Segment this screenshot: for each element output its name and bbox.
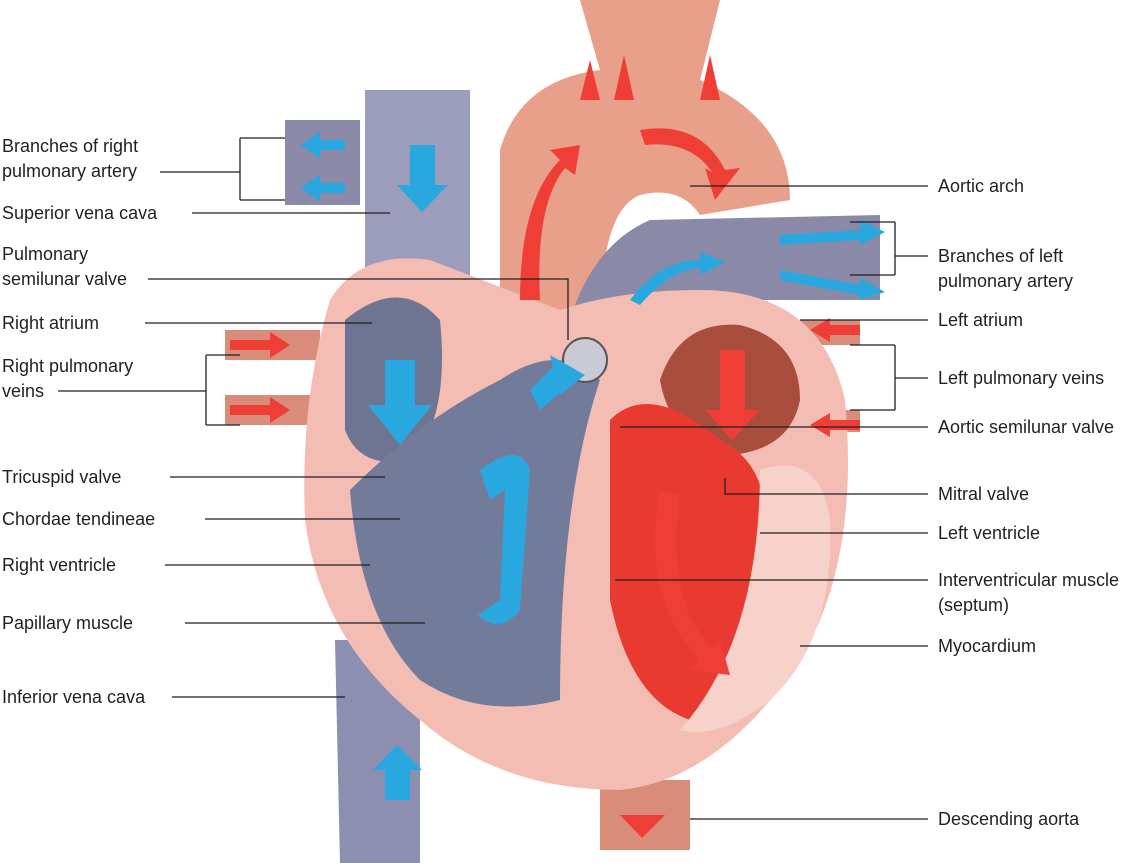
- label-left-atrium: Left atrium: [938, 310, 1024, 330]
- arrow-descending: [620, 815, 665, 838]
- blue-arrows: [300, 132, 885, 800]
- label-myocardium: Myocardium: [938, 636, 1037, 656]
- label-aortic-semilunar-valve: Aortic semilunar valve: [938, 417, 1115, 437]
- label-descending-aorta: Descending aorta: [938, 809, 1080, 829]
- arrow-aorta-up: [580, 55, 720, 100]
- label-aortic-arch: Aortic arch: [938, 176, 1025, 196]
- label-mitral-valve: Mitral valve: [938, 484, 1030, 504]
- label-papillary-muscle: Papillary muscle: [2, 613, 134, 633]
- arrow-la: [705, 350, 760, 440]
- arrow-pa: [630, 252, 725, 305]
- arrow-ascending: [520, 145, 580, 300]
- arrow-svc: [397, 145, 448, 212]
- arrow-rpa-2: [300, 175, 345, 201]
- arrow-lpv: [810, 318, 860, 437]
- arrow-rpa-1: [300, 132, 345, 158]
- arrow-ra: [368, 360, 432, 445]
- label-inferior-vena-cava: Inferior vena cava: [2, 687, 146, 707]
- label-superior-vena-cava: Superior vena cava: [2, 203, 158, 223]
- arrow-lv: [655, 490, 730, 675]
- arrow-rpv: [230, 332, 290, 423]
- right-pulmonary-veins: [225, 330, 320, 425]
- label-right-ventricle: Right ventricle: [2, 555, 117, 575]
- label-right-atrium: Right atrium: [2, 313, 100, 333]
- arrow-outflow: [530, 355, 585, 410]
- leader-lines: [58, 137, 928, 820]
- arrow-lpa: [780, 220, 885, 300]
- label-septum: Interventricular muscle(septum): [938, 570, 1120, 615]
- label-chordae-tendineae: Chordae tendineae: [2, 509, 156, 529]
- left-ventricle-chamber: [610, 404, 765, 720]
- label-tricuspid-valve: Tricuspid valve: [2, 467, 122, 487]
- arrow-rv: [478, 455, 530, 624]
- label-left-pulmonary-veins: Left pulmonary veins: [938, 368, 1105, 388]
- myocardium-wall: [680, 465, 831, 732]
- red-arrows: [230, 55, 860, 838]
- arrow-arch: [640, 128, 740, 200]
- right-ventricle-chamber: [350, 360, 600, 707]
- aorta: [500, 0, 790, 330]
- label-left-ventricle: Left ventricle: [938, 523, 1041, 543]
- arrow-ivc: [373, 745, 422, 800]
